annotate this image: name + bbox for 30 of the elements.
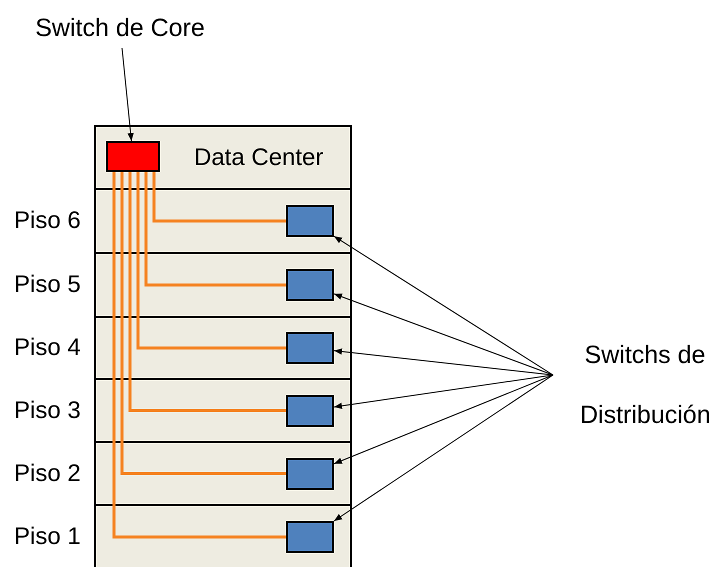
callout-label: Switchs de Distribución xyxy=(553,330,711,440)
core-switch xyxy=(106,141,160,172)
distribution-switch xyxy=(286,394,334,426)
distribution-switch xyxy=(286,269,334,301)
distribution-switch xyxy=(286,332,334,364)
cable-line xyxy=(152,172,286,222)
cable-line xyxy=(136,172,286,350)
leader-line xyxy=(334,293,554,376)
floor-label: Piso 6 xyxy=(14,207,81,235)
callout-label: Switch de Core xyxy=(30,8,210,48)
leader-line xyxy=(334,236,554,376)
floor-label: Piso 3 xyxy=(14,396,81,424)
cable-line xyxy=(144,172,286,286)
leader-line xyxy=(334,374,554,409)
distribution-switch xyxy=(286,205,334,237)
cable-line xyxy=(120,172,286,475)
leader-line xyxy=(334,374,554,522)
leader-line xyxy=(334,374,554,464)
cable-line xyxy=(112,172,286,538)
floor-label: Piso 5 xyxy=(14,271,81,299)
floor-band xyxy=(94,125,352,190)
floor-label: Piso 1 xyxy=(14,523,81,551)
floor-label: Piso 2 xyxy=(14,460,81,488)
distribution-switch xyxy=(286,521,334,553)
floor-label: Data Center xyxy=(194,144,324,172)
distribution-switch xyxy=(286,458,334,490)
floor-label: Piso 4 xyxy=(14,334,81,362)
leader-line xyxy=(122,48,134,142)
cable-line xyxy=(128,172,286,412)
leader-line xyxy=(334,348,554,376)
